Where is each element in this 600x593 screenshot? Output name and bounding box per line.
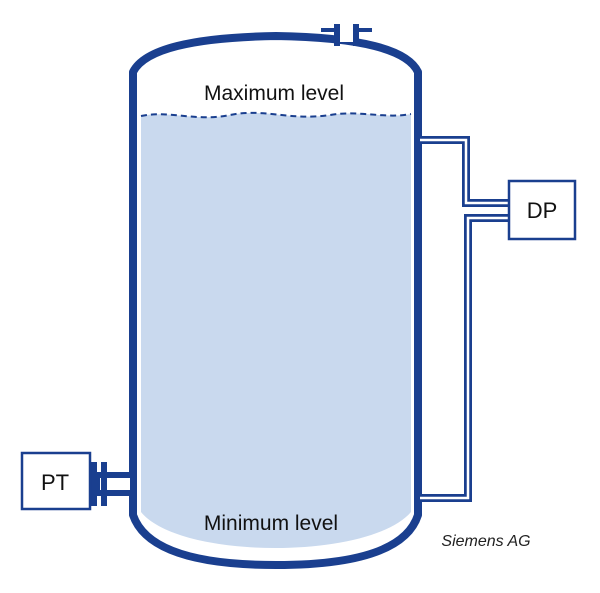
vessel-outline [129,32,422,569]
dp-label: DP [527,198,558,223]
minimum-level-label: Minimum level [204,512,338,535]
liquid-fill [141,112,411,548]
pt-label: PT [41,470,69,495]
liquid-surface-line [140,111,412,119]
top-nozzle [321,24,372,46]
pt-connection-pipe [90,462,130,506]
credit-text: Siemens AG [441,533,530,550]
maximum-level-label: Maximum level [204,82,344,105]
dp-transmitter-box [507,179,577,241]
pt-transmitter-box [20,451,92,511]
